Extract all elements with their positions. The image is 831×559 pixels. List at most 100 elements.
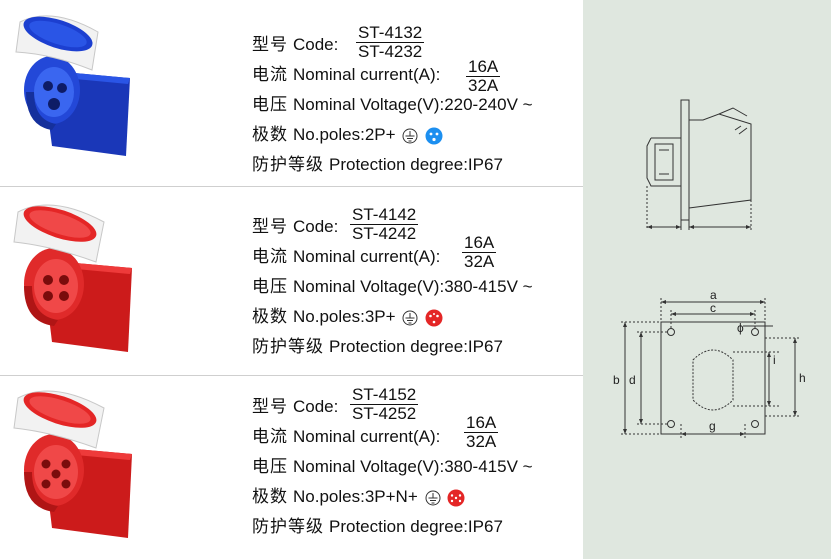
dim-phi: ϕ	[737, 321, 744, 335]
model-codes: ST-4142 ST-4242	[350, 205, 419, 243]
spec-current: 电流 Nominal current(A): 16A 32A	[252, 234, 533, 272]
spec-current: 电流 Nominal current(A): 16A 32A	[252, 414, 533, 452]
protection-label-cn: 防护等级	[252, 155, 324, 174]
voltage-value: 220-240V ~	[444, 95, 533, 114]
model-label-cn: 型号	[252, 397, 288, 416]
current-label-cn: 电流	[252, 427, 288, 446]
current-bottom: 32A	[464, 432, 499, 451]
poles-label-en: No.poles:	[293, 307, 365, 326]
current-label-cn: 电流	[252, 65, 288, 84]
code-top: ST-4132	[358, 23, 423, 42]
protection-value: IP67	[467, 337, 503, 356]
model-codes: ST-4152 ST-4252	[350, 385, 419, 423]
spec-current: 电流 Nominal current(A): 16A 32A	[252, 58, 533, 95]
protection-label-en: Protection degree:	[329, 155, 468, 174]
dim-b: b	[613, 373, 620, 387]
divider	[0, 375, 583, 376]
divider	[0, 186, 583, 187]
protection-value: IP67	[467, 155, 503, 174]
spec-block-1: 型号 Code: ST-4132 ST-4232 电流 Nominal curren…	[252, 24, 533, 180]
voltage-label-en: Nominal Voltage(V):	[293, 95, 445, 114]
voltage-label-en: Nominal Voltage(V):	[293, 277, 445, 296]
front-view-drawing: a c ϕ b d g i h	[613, 288, 806, 440]
protection-label-en: Protection degree:	[329, 517, 468, 536]
spec-model: 型号 Code: ST-4142 ST-4242	[252, 206, 533, 243]
earth-ground-icon	[402, 128, 418, 144]
spec-protection: 防护等级 Protection degree:IP67	[252, 332, 533, 362]
poles-value: 3P+	[364, 307, 396, 326]
current-label-en: Nominal current(A):	[293, 427, 441, 446]
technical-drawings-panel: a c ϕ b d g i h	[583, 0, 831, 559]
protection-label-cn: 防护等级	[252, 337, 324, 356]
dim-d: d	[629, 373, 636, 387]
current-label-cn: 电流	[252, 247, 288, 266]
product-image-red-socket-3pn	[13, 390, 132, 538]
spec-model: 型号 Code: ST-4132 ST-4232	[252, 24, 533, 61]
voltage-value: 380-415V ~	[444, 457, 533, 476]
spec-poles: 极数 No.poles:3P+	[252, 302, 533, 332]
model-label-en: Code:	[293, 397, 339, 416]
model-label-en: Code:	[293, 35, 339, 54]
socket-body	[24, 248, 132, 352]
pin-layout-2p-icon	[425, 127, 443, 145]
code-top: ST-4142	[352, 205, 417, 224]
dim-h: h	[799, 371, 806, 385]
current-values: 16A 32A	[466, 57, 501, 95]
poles-label-cn: 极数	[252, 487, 288, 506]
current-top: 16A	[466, 413, 497, 432]
pin-layout-3p-icon	[425, 309, 443, 327]
code-bottom: ST-4242	[350, 224, 419, 243]
socket-body	[24, 434, 132, 538]
side-view-drawing	[646, 99, 752, 230]
current-bottom: 32A	[462, 252, 497, 271]
current-values: 16A 32A	[462, 233, 497, 271]
model-label-cn: 型号	[252, 217, 288, 236]
socket-body	[24, 56, 130, 156]
spec-voltage: 电压 Nominal Voltage(V):220-240V ~	[252, 90, 533, 120]
current-label-en: Nominal current(A):	[293, 247, 441, 266]
spec-voltage: 电压 Nominal Voltage(V):380-415V ~	[252, 452, 533, 482]
voltage-label-cn: 电压	[252, 277, 288, 296]
socket-lid	[13, 390, 105, 449]
dim-a: a	[710, 288, 717, 302]
model-label-cn: 型号	[252, 35, 288, 54]
model-label-en: Code:	[293, 217, 339, 236]
current-values: 16A 32A	[464, 413, 499, 451]
spec-protection: 防护等级 Protection degree:IP67	[252, 512, 533, 542]
poles-value: 2P+	[364, 125, 396, 144]
code-bottom: ST-4232	[356, 42, 425, 61]
earth-ground-icon	[425, 490, 440, 506]
socket-lid	[15, 15, 99, 71]
earth-ground-icon	[402, 310, 418, 326]
protection-value: IP67	[467, 517, 503, 536]
current-top: 16A	[464, 233, 495, 252]
code-top: ST-4152	[352, 385, 417, 404]
dim-g: g	[709, 419, 716, 433]
dim-i: i	[773, 353, 776, 367]
socket-lid	[13, 204, 105, 263]
voltage-label-cn: 电压	[252, 457, 288, 476]
product-image-red-socket-3p	[13, 204, 132, 352]
pin-layout-3pn-icon	[447, 489, 465, 507]
poles-label-cn: 极数	[252, 307, 288, 326]
poles-label-cn: 极数	[252, 125, 288, 144]
product-list: 型号 Code: ST-4132 ST-4232 电流 Nominal curren…	[0, 15, 583, 542]
poles-label-en: No.poles:	[293, 487, 365, 506]
voltage-label-cn: 电压	[252, 95, 288, 114]
code-bottom: ST-4252	[350, 404, 419, 423]
current-bottom: 32A	[466, 76, 501, 95]
spec-block-2: 型号 Code: ST-4142 ST-4242 电流 Nominal curren…	[252, 206, 533, 362]
voltage-label-en: Nominal Voltage(V):	[293, 457, 445, 476]
protection-label-cn: 防护等级	[252, 517, 324, 536]
current-label-en: Nominal current(A):	[293, 65, 441, 84]
spec-model: 型号 Code: ST-4152 ST-4252	[252, 386, 533, 423]
dim-c: c	[710, 301, 716, 315]
protection-label-en: Protection degree:	[329, 337, 468, 356]
current-top: 16A	[468, 57, 499, 76]
model-codes: ST-4132 ST-4232	[356, 23, 425, 61]
spec-protection: 防护等级 Protection degree:IP67	[252, 150, 533, 180]
